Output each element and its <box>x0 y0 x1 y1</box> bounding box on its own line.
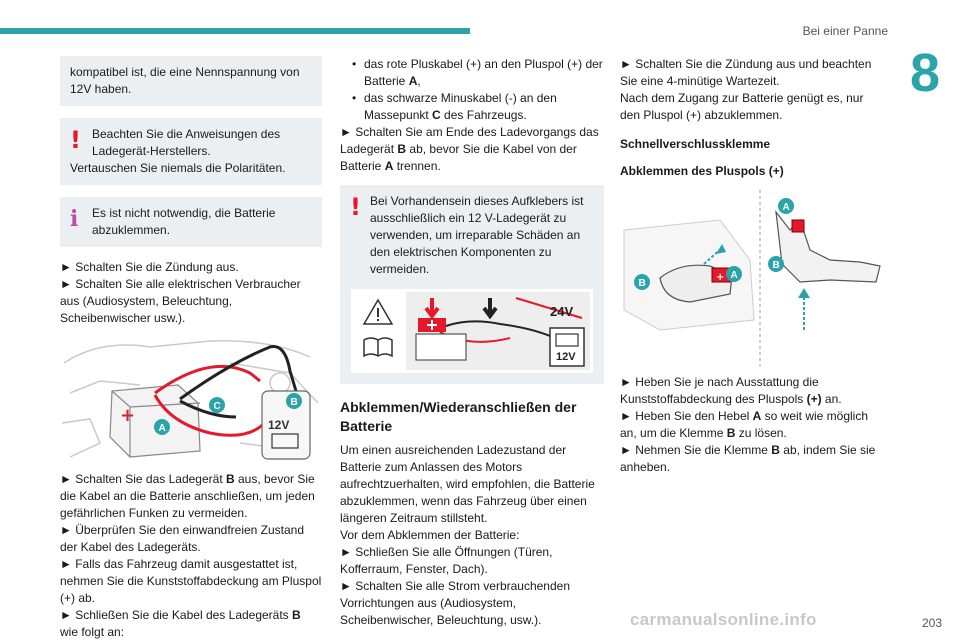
paragraph-before-disconnect: Vor dem Abklemmen der Batterie: <box>340 528 520 542</box>
heading-quick-release: Schnellverschlussklemme <box>620 137 771 151</box>
svg-text:+: + <box>716 272 724 283</box>
fig-label-c: C <box>214 401 221 412</box>
step-charger-off: ► Schalten Sie das Ladegerät B aus, bevo… <box>60 472 315 520</box>
info-box: i Es ist nicht notwendig, die Batterie a… <box>60 197 322 247</box>
heading-disconnect-positive: Abklemmen des Pluspols (+) <box>620 164 784 178</box>
connection-list: das rote Pluskabel (+) an den Pluspol (+… <box>352 56 604 124</box>
step-consumers-off: ► Schalten Sie alle elektrischen Verbrau… <box>60 277 301 325</box>
list-item: das schwarze Minuskabel (-) an den Masse… <box>352 90 604 124</box>
step-remove-clamp: ► Nehmen Sie die Klemme B ab, indem Sie … <box>620 443 876 474</box>
info-text: Es ist nicht notwendig, die Batterie abz… <box>92 206 276 237</box>
warning-text-2: Vertauschen Sie niemals die Polaritäten. <box>70 161 286 175</box>
step-ignition-wait: ► Schalten Sie die Zündung aus und beach… <box>620 57 872 88</box>
quick-release-clamp-illustration: + A B A B <box>623 190 881 366</box>
column-right: ► Schalten Sie die Zündung aus und beach… <box>620 56 882 476</box>
step-close-openings: ► Schließen Sie alle Öffnungen (Türen, K… <box>340 545 553 576</box>
warning-icon: ! <box>70 126 81 154</box>
svg-text:+: + <box>120 405 135 426</box>
step-remove-cover: ► Falls das Fahrzeug damit ausgestattet … <box>60 557 322 605</box>
page-number: 203 <box>921 616 942 630</box>
note-text: kompatibel ist, die eine Nennspannung vo… <box>70 65 300 96</box>
sticker-12v: 12V <box>556 351 576 363</box>
step-switch-off-devices: ► Schalten Sie alle Strom verbrauchenden… <box>340 579 571 627</box>
paragraph-positive-only: Nach dem Zugang zur Batterie genügt es, … <box>620 91 864 122</box>
step-connect-cables: ► Schließen Sie die Kabel des Ladegeräts… <box>60 608 301 639</box>
chapter-number: 8 <box>909 43 940 103</box>
step-end-charging: ► Schalten Sie am Ende des Ladevorgangs … <box>340 125 599 173</box>
warning-box-12v: ! Bei Vorhandensein dieses Aufklebers is… <box>340 185 604 384</box>
paragraph-recommendation: Um einen ausreichenden Ladezustand der B… <box>340 443 595 525</box>
battery-charger-illustration: + 12V A C B <box>60 333 322 463</box>
warning-box: ! Beachten Sie die Anweisungen des Ladeg… <box>60 118 322 185</box>
column-middle: das rote Pluskabel (+) an den Pluspol (+… <box>340 56 604 629</box>
fig-label-a-left: A <box>731 270 738 281</box>
note-box-compat: kompatibel ist, die eine Nennspannung vo… <box>60 56 322 106</box>
watermark: carmanualsonline.info <box>630 610 817 629</box>
warning-icon: ! <box>350 193 361 221</box>
chapter-title: Bei einer Panne <box>802 24 888 38</box>
step-lift-lever: ► Heben Sie den Hebel A so weit wie mögl… <box>620 409 869 440</box>
step-ignition-off: ► Schalten Sie die Zündung aus. <box>60 260 239 274</box>
info-icon: i <box>70 206 79 232</box>
sticker-24v: 24V <box>550 304 573 319</box>
list-item: das rote Pluskabel (+) an den Pluspol (+… <box>352 56 604 90</box>
fig-label-b-left: B <box>639 278 646 289</box>
warning-text-1: Beachten Sie die Anweisungen des Ladeger… <box>92 127 281 158</box>
section-title: Abklemmen/Wiederanschließen der Batterie <box>340 399 577 434</box>
warning-text: Bei Vorhandensein dieses Aufklebers ist … <box>370 194 584 276</box>
step-lift-cover: ► Heben Sie je nach Ausstattung die Kuns… <box>620 375 842 406</box>
fig-label-b: B <box>291 397 298 408</box>
column-left: kompatibel ist, die eine Nennspannung vo… <box>60 56 322 641</box>
fig-label-a-right: A <box>783 202 790 213</box>
fig-label-b-right: B <box>773 260 780 271</box>
charger-sticker: 24V 12V <box>350 288 594 374</box>
charger-voltage-label: 12V <box>268 418 289 432</box>
header-accent-bar <box>0 28 470 34</box>
step-check-cables: ► Überprüfen Sie den einwandfreien Zusta… <box>60 523 305 554</box>
fig-label-a: A <box>159 423 166 434</box>
